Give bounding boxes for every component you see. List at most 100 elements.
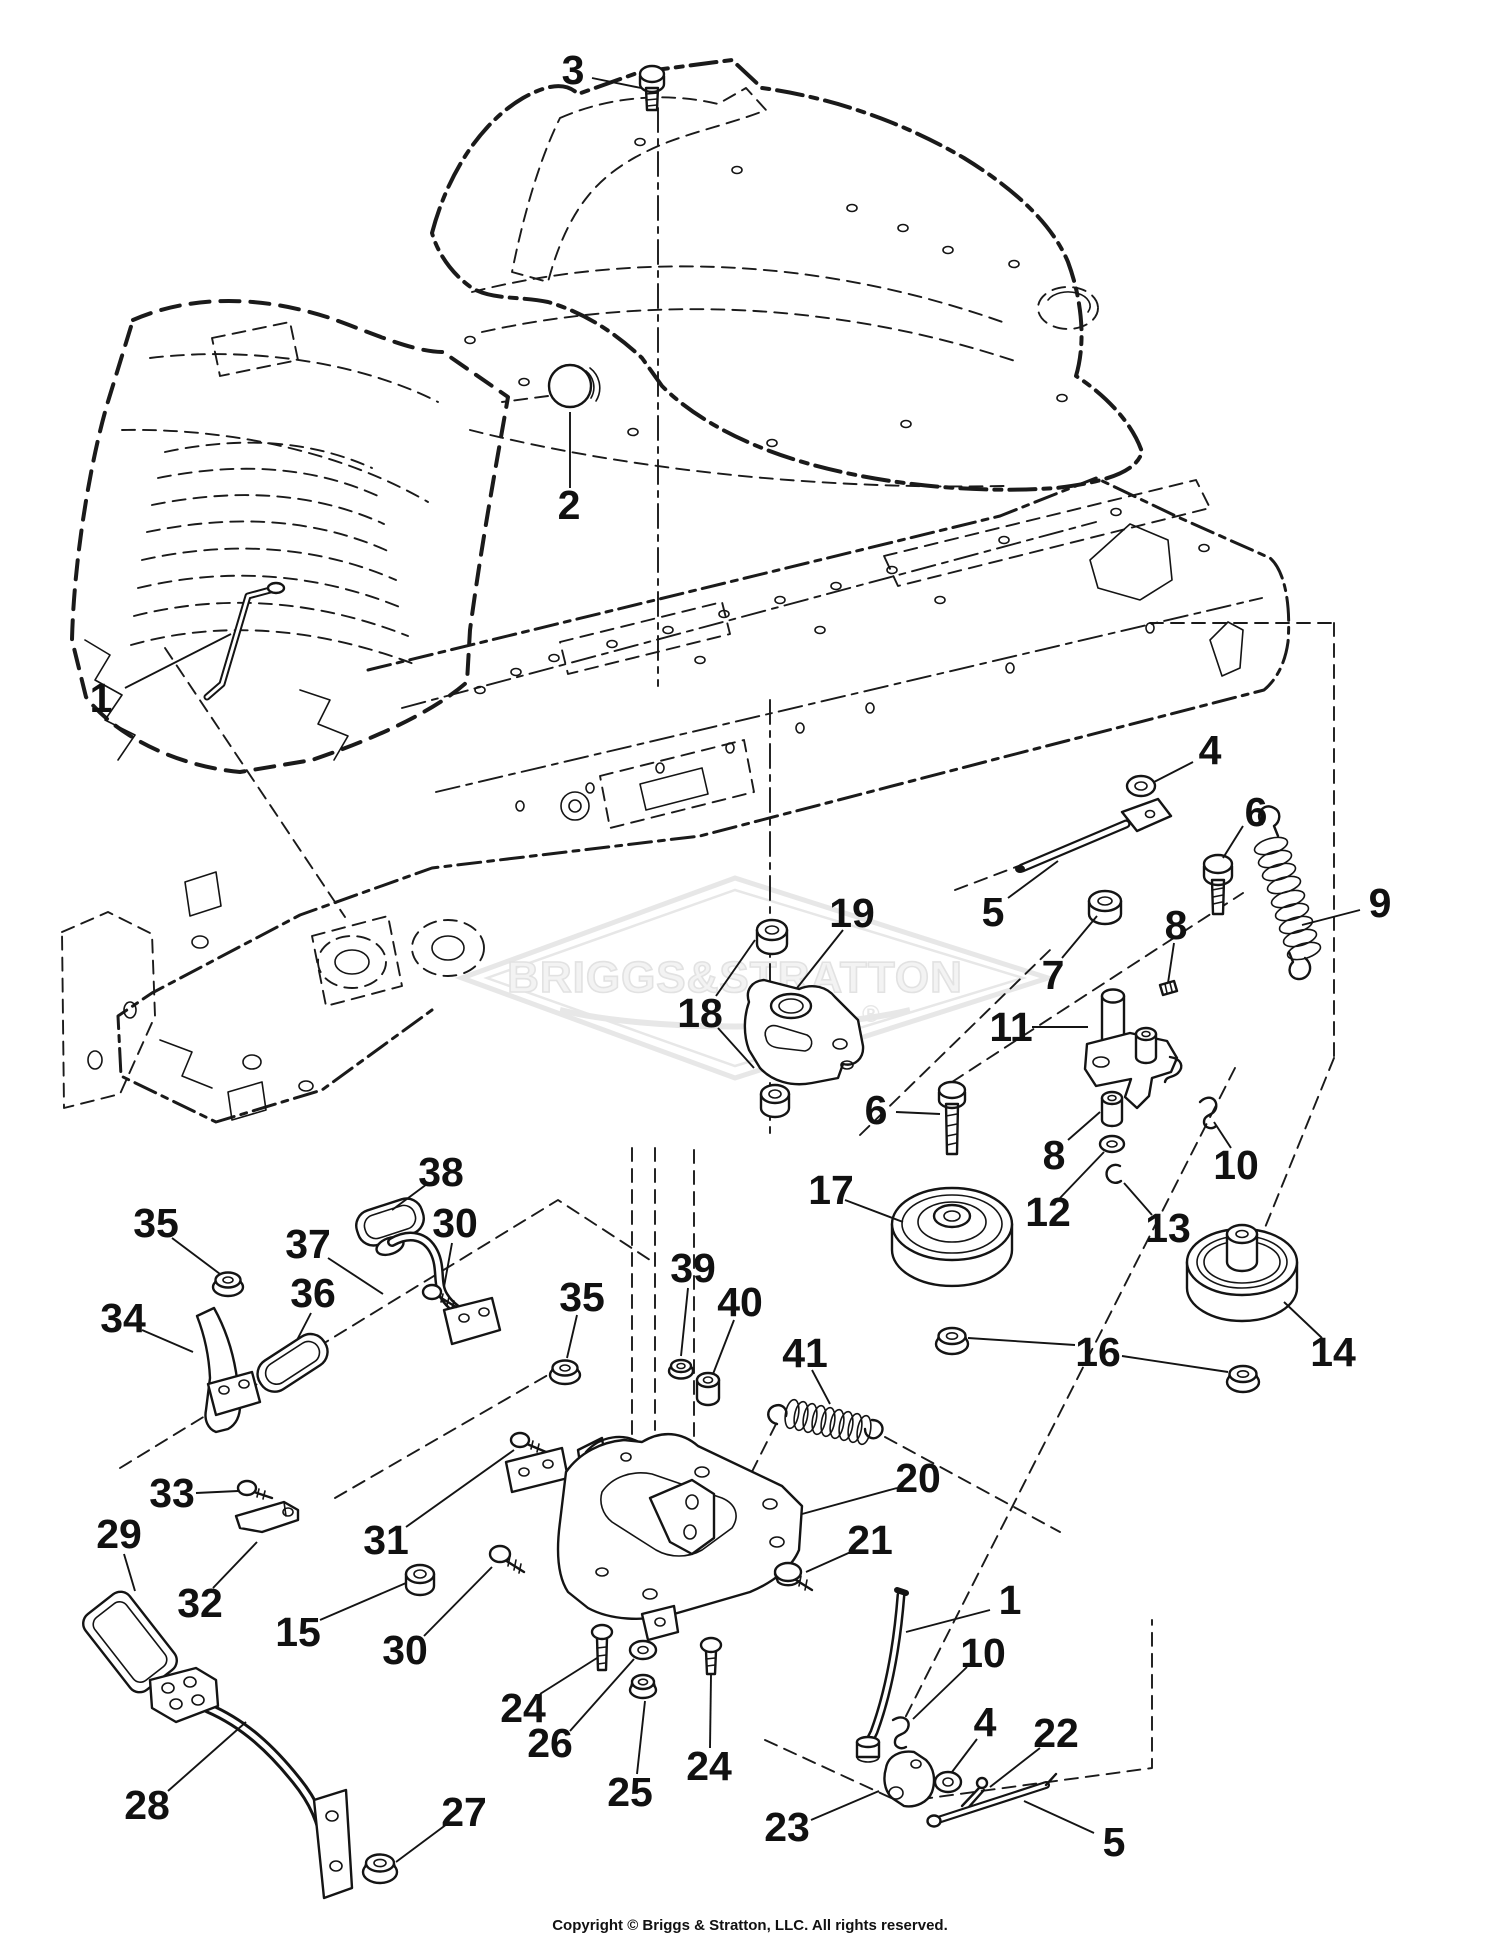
callout-number-15: 15 — [275, 1609, 321, 1655]
flange-nut-35-right — [548, 1359, 582, 1386]
callout-number-11: 11 — [989, 1004, 1032, 1050]
brake-pedal-arm-34 — [195, 1306, 262, 1434]
callout-leader-35 — [566, 1314, 578, 1359]
callout-leader-26 — [569, 1658, 635, 1732]
callout-leader-37 — [327, 1257, 384, 1295]
callout-leader-23 — [810, 1790, 880, 1821]
callout-number-10: 10 — [1213, 1142, 1259, 1188]
watermark-text: BRIGGS&STRATTON — [507, 953, 963, 1002]
washer-12 — [1098, 1134, 1126, 1154]
callout-number-35: 35 — [133, 1200, 179, 1246]
callout-number-4: 4 — [974, 1699, 997, 1745]
callout-number-38: 38 — [418, 1149, 464, 1195]
callout-leader-30 — [423, 1566, 493, 1637]
callout-leader-12 — [1059, 1151, 1105, 1199]
fender-deck-assembly — [430, 58, 1144, 492]
callout-leader-31 — [405, 1449, 515, 1528]
callout-leader-34 — [141, 1329, 194, 1353]
callout-leader-41 — [811, 1369, 831, 1405]
retainer-clip-13 — [1105, 1163, 1123, 1184]
clutch-pedal-arm-37 — [375, 1231, 502, 1346]
grommet-15 — [404, 1563, 436, 1597]
flange-nut-35-left — [211, 1271, 245, 1298]
bolt-6 — [1202, 853, 1234, 916]
callout-number-3: 3 — [562, 47, 585, 93]
shaft-bracket-11 — [1083, 988, 1183, 1110]
fuel-cap-opening — [1037, 286, 1099, 330]
callout-leader-18 — [715, 939, 756, 997]
callout-leader-27 — [395, 1823, 448, 1863]
callout-number-10: 10 — [960, 1630, 1006, 1676]
callout-leader-6 — [895, 1111, 941, 1115]
bushing-40 — [695, 1371, 721, 1407]
hood-assembly — [70, 299, 510, 774]
callout-leader-8 — [1167, 942, 1175, 984]
callout-number-4: 4 — [1199, 727, 1222, 773]
callout-leader-33 — [195, 1490, 239, 1494]
frame-assembly — [61, 476, 1291, 1124]
callout-leader-38 — [391, 1183, 428, 1211]
callout-number-31: 31 — [363, 1517, 409, 1563]
callout-leader-28 — [167, 1721, 247, 1792]
pedal-pad-36 — [256, 1332, 329, 1393]
rod-5-lower — [926, 1772, 1058, 1828]
callout-leader-4 — [1153, 761, 1194, 783]
keps-nut-4 — [1125, 774, 1157, 798]
callout-number-18: 18 — [677, 990, 723, 1036]
plug-cap-2 — [547, 363, 601, 409]
callout-leader-10 — [912, 1666, 968, 1720]
briggs-stratton-watermark: BRIGGS&STRATTON ® — [454, 875, 1057, 1081]
hood-badge — [211, 321, 299, 377]
support-bracket-19 — [743, 918, 865, 1119]
callout-leader-6 — [1222, 825, 1244, 859]
callout-number-25: 25 — [607, 1769, 653, 1815]
callout-number-30: 30 — [432, 1200, 478, 1246]
flange-nut-16-left — [934, 1326, 970, 1356]
callout-leader-16 — [1121, 1355, 1229, 1373]
deck-opening — [511, 87, 767, 283]
flat-idler-pulley-17 — [890, 1186, 1014, 1288]
tension-spring-41 — [767, 1398, 884, 1446]
hood-support-rod-1 — [203, 581, 286, 701]
flange-nut-16-right — [1225, 1364, 1261, 1394]
callout-leader-1 — [905, 1609, 991, 1633]
callout-leader-15 — [319, 1582, 407, 1621]
callout-leader-8 — [1067, 1111, 1101, 1141]
callout-number-24: 24 — [686, 1743, 732, 1789]
deck-holes — [464, 137, 1068, 448]
callout-leader-5 — [1023, 1800, 1095, 1834]
brake-pedal-28 — [148, 1666, 354, 1900]
callout-number-19: 19 — [829, 890, 875, 936]
callout-number-6: 6 — [1245, 789, 1268, 835]
callout-leader-40 — [712, 1319, 735, 1375]
callout-number-2: 2 — [558, 482, 581, 528]
bolt-6-lower — [937, 1080, 967, 1156]
callout-leader-1 — [124, 633, 232, 689]
callout-leader-14 — [1283, 1301, 1323, 1339]
callout-number-26: 26 — [527, 1720, 573, 1766]
callout-number-40: 40 — [717, 1279, 763, 1325]
callout-leader-35 — [171, 1237, 221, 1275]
set-screw-8 — [1158, 979, 1179, 997]
callout-number-9: 9 — [1369, 880, 1392, 926]
callout-number-20: 20 — [895, 1455, 941, 1501]
bolt-24-right — [699, 1636, 723, 1676]
callout-number-8: 8 — [1165, 902, 1188, 948]
cam-plate-23 — [883, 1750, 936, 1808]
lift-lever-1-lower — [855, 1587, 909, 1763]
callout-number-30: 30 — [382, 1627, 428, 1673]
callout-number-8: 8 — [1043, 1132, 1066, 1178]
callout-leader-4 — [951, 1738, 978, 1773]
washer-26 — [628, 1639, 658, 1661]
screw-3 — [638, 64, 666, 112]
extension-spring-9 — [1253, 805, 1322, 981]
callout-number-39: 39 — [670, 1245, 716, 1291]
callout-leader-13 — [1123, 1182, 1153, 1216]
callout-leader-22 — [989, 1747, 1041, 1788]
callout-number-36: 36 — [290, 1270, 336, 1316]
copyright-notice: Copyright © Briggs & Stratton, LLC. All … — [552, 1917, 948, 1934]
callout-leader-7 — [1061, 915, 1098, 959]
callout-leader-32 — [212, 1541, 258, 1589]
